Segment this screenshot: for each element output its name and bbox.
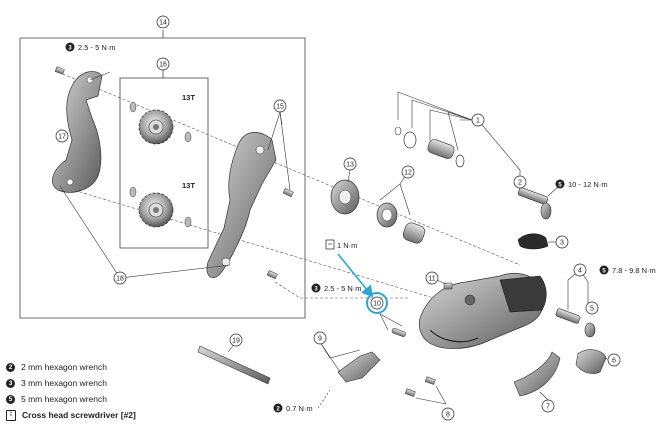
torque-screwdriver: 1 N·m [325,239,357,250]
part-1-axle-group [394,126,465,168]
svg-text:5: 5 [590,306,594,313]
assembly-axis-lines [57,71,521,301]
svg-text:11: 11 [428,276,435,283]
svg-text:3: 3 [314,287,318,293]
svg-text:6: 6 [612,358,616,365]
legend-row: 3 3 mm hexagon wrench [6,375,136,391]
part-7-guard [513,351,561,397]
svg-text:3: 3 [68,46,72,52]
upper-pulley-teeth-label: 13T [182,93,195,102]
torque-right-top: 5 10 - 12 N·m [555,179,608,189]
svg-text:16: 16 [159,62,167,69]
part-14-frame [19,30,306,319]
callout-2: 2 [513,175,527,189]
legend-row: 5 5 mm hexagon wrench [6,391,136,407]
callout-4: 4 [573,263,587,277]
part-8-screws [404,376,436,397]
svg-text:2.5 - 5 N·m: 2.5 - 5 N·m [78,43,116,52]
legend-text: Cross head screwdriver [#2] [22,410,136,420]
part-3-cover [517,233,549,250]
callout-18: 18 [113,271,127,285]
svg-text:2: 2 [518,180,522,187]
svg-text:0.7 N·m: 0.7 N·m [286,404,313,413]
svg-text:12: 12 [404,170,412,177]
callout-11: 11 [425,271,439,285]
callout-14: 14 [156,15,170,29]
legend-row: 2 2 mm hexagon wrench [6,359,136,375]
callout-9: 9 [313,331,327,345]
tool-2-badge: 2 [6,362,15,372]
screwdriver-icon: ⁞ [6,409,16,421]
tool-3-badge: 3 [6,378,15,388]
torque-top-left: 3 2.5 - 5 N·m [65,42,116,52]
callout-17: 17 [55,129,69,143]
svg-text:4: 4 [578,268,582,275]
part-11-screw [443,282,453,290]
upper-pulley [138,109,174,145]
part-6-cover [575,349,607,374]
callout-16: 16 [156,57,170,71]
lower-pulley-teeth-label: 13T [182,181,195,190]
callout-12: 12 [401,165,415,179]
outer-cage-plate [206,132,277,278]
callout-5: 5 [585,301,599,315]
tool-5-badge: 5 [6,394,15,404]
svg-text:2.5 - 5 N·m: 2.5 - 5 N·m [324,284,362,293]
svg-text:2: 2 [276,407,280,413]
part-9-bracket [337,351,381,383]
plate-bolt [54,66,65,75]
svg-text:10 - 12 N·m: 10 - 12 N·m [568,180,608,189]
legend-text: 3 mm hexagon wrench [21,378,107,388]
legend-text: 2 mm hexagon wrench [21,362,107,372]
svg-text:19: 19 [232,338,240,345]
part-2-bolt [517,187,552,220]
svg-text:18: 18 [116,276,124,283]
callout-6: 6 [607,353,621,367]
part-10-highlight [366,292,388,314]
part-15-bolts [266,188,294,280]
callout-numbers: 14 16 17 18 15 13 12 1 2 3 4 5 6 7 8 9 1… [55,15,621,421]
tool-legend: 2 2 mm hexagon wrench 3 3 mm hexagon wrenc… [6,359,136,423]
callout-8: 8 [441,407,455,421]
callout-1: 1 [471,113,485,127]
torque-mid: 3 2.5 - 5 N·m [311,283,362,293]
callout-10: 10 [370,296,384,310]
svg-text:1 N·m: 1 N·m [337,241,357,250]
callout-7: 7 [541,399,555,413]
svg-text:5: 5 [558,183,562,189]
callout-19: 19 [229,333,243,347]
torque-right-mid: 5 7.8 - 9.8 N·m [599,265,656,275]
svg-text:8: 8 [446,412,450,419]
lower-pulley [138,192,174,228]
pulley-washers [129,101,192,228]
svg-text:1: 1 [476,118,480,125]
callout-13: 13 [343,157,357,171]
part-4-5-bolt [555,308,596,338]
legend-row: ⁞ Cross head screwdriver [#2] [6,407,136,423]
derailleur-main-body [418,273,547,349]
svg-text:13: 13 [346,162,354,169]
callout-3: 3 [555,235,569,249]
callout-15: 15 [273,99,287,113]
part-17-inner-plate [52,71,103,193]
part-16-frame [119,77,209,249]
torque-pointer-arrow [337,253,374,298]
svg-text:7.8 - 9.8 N·m: 7.8 - 9.8 N·m [612,266,656,275]
part-12-bushings [376,202,426,244]
svg-text:10: 10 [373,301,381,308]
part-10-pin [391,328,406,337]
part-19-tool [197,345,271,385]
torque-bottom: 2 0.7 N·m [273,389,331,413]
svg-text:3: 3 [560,240,564,247]
svg-text:5: 5 [602,269,606,275]
svg-text:14: 14 [159,20,167,27]
svg-text:17: 17 [58,134,66,141]
svg-text:9: 9 [318,336,322,343]
svg-text:15: 15 [276,104,284,111]
part-13-plate [330,179,360,215]
svg-text:7: 7 [546,404,550,411]
legend-text: 5 mm hexagon wrench [21,394,107,404]
